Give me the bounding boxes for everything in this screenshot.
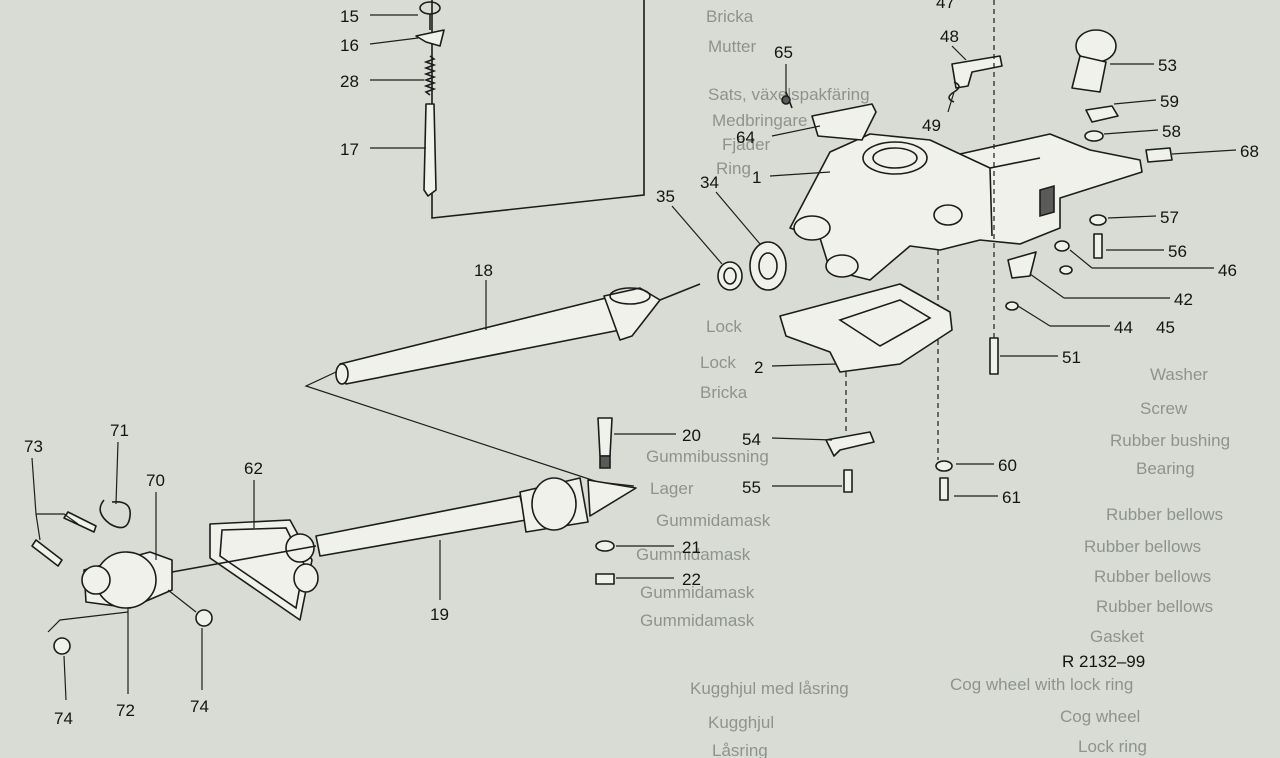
callout-18: 18 [474,261,493,280]
callout-34: 34 [700,173,719,192]
shift-lever-upper-parts [415,1,445,197]
cover-plate [781,91,877,141]
callout-47: 47 [936,0,955,12]
callout-48: 48 [940,27,959,46]
bg-line: Rubber bellows [1094,567,1211,586]
bg-line: Ring [716,159,751,178]
callout-16: 16 [340,36,359,55]
callout-68: 68 [1240,142,1259,161]
gear-coupling [31,499,317,655]
bg-line: Bricka [706,7,754,26]
callout-35: 35 [656,187,675,206]
bg-line: Låsring [712,741,768,758]
callout-64: 64 [736,128,755,147]
bg-line: Lager [650,479,694,498]
callout-61: 61 [1002,488,1021,507]
bg-line: Lock [706,317,742,336]
callout-46: 46 [1218,261,1237,280]
screws-and-washers [935,0,1107,501]
callout-73: 73 [24,437,43,456]
bg-line: Rubber bellows [1096,597,1213,616]
callout-54: 54 [742,430,761,449]
indicator-bulb [1071,29,1173,163]
retaining-clip [948,55,1003,103]
callout-44: 44 [1114,318,1133,337]
callout-1: 1 [752,168,761,187]
bg-line: Bearing [1136,459,1195,478]
callout-22: 22 [682,570,701,589]
callout-57: 57 [1160,208,1179,227]
bg-line: Gummidamask [636,545,751,564]
callout-65: 65 [774,43,793,62]
callout-2: 2 [754,358,763,377]
callout-74-left: 74 [54,709,73,728]
clamp-bracket [825,431,875,493]
callout-42: 42 [1174,290,1193,309]
bg-line: Sats, växelspakfäring [708,85,870,104]
callout-19: 19 [430,605,449,624]
callout-62: 62 [244,459,263,478]
background-parts-list: Bricka Mutter Sats, växelspakfäring Medb… [636,7,1230,758]
bg-line: Cog wheel with lock ring [950,675,1133,694]
bg-line: Bricka [700,383,748,402]
callout-58: 58 [1162,122,1181,141]
callout-72: 72 [116,701,135,720]
bg-line: Washer [1150,365,1208,384]
inset-frame [431,0,645,219]
callout-51: 51 [1062,348,1081,367]
bg-line: Gasket [1090,627,1144,646]
bg-line: Lock [700,353,736,372]
callout-70: 70 [146,471,165,490]
bg-line: Gummidamask [640,583,755,602]
bg-line: Gummidamask [656,511,771,530]
callout-21: 21 [682,538,701,557]
shift-rod-upper [335,283,701,385]
callout-74-right: 74 [190,697,209,716]
bg-line: Rubber bushing [1110,431,1230,450]
callout-15: 15 [340,7,359,26]
callout-53: 53 [1158,56,1177,75]
bg-line: Fjäder [722,135,771,154]
callout-59: 59 [1160,92,1179,111]
callout-71: 71 [110,421,129,440]
callout-20: 20 [682,426,701,445]
bg-line: Mutter [708,37,757,56]
bg-line: Gummibussning [646,447,769,466]
shift-rod-lower [315,477,637,557]
rubber-gasket [209,519,319,621]
connection-line [304,371,635,487]
bg-line: Cog wheel [1060,707,1140,726]
callout-17: 17 [340,140,359,159]
figure-reference: R 2132–99 [1062,652,1145,671]
callout-45: 45 [1156,318,1175,337]
callout-55: 55 [742,478,761,497]
bg-line: Rubber bellows [1106,505,1223,524]
bg-line: Kugghjul med låsring [690,679,849,698]
bg-line: Screw [1140,399,1188,418]
callouts: 15 16 28 17 47 48 65 53 59 58 68 64 49 1… [24,0,1259,728]
shift-lever-pin [595,417,615,585]
callout-56: 56 [1168,242,1187,261]
callout-28: 28 [340,72,359,91]
bg-line: Kugghjul [708,713,774,732]
bg-line: Medbringare [712,111,807,130]
callout-49: 49 [922,116,941,135]
base-plate [779,283,953,432]
shift-lever-housing [789,133,1143,281]
bg-line: Rubber bellows [1084,537,1201,556]
bg-line: Lock ring [1078,737,1147,756]
callout-60: 60 [998,456,1017,475]
rubber-bushings [717,241,787,291]
bg-line: Gummidamask [640,611,755,630]
